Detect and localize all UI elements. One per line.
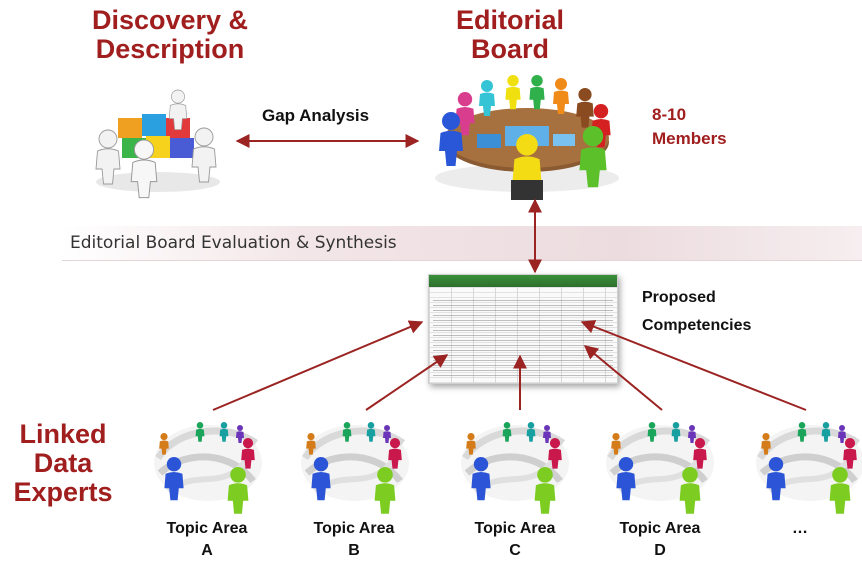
synthesis-band: [62, 226, 862, 261]
topic-b-network-illustration: [301, 422, 409, 514]
topic-b-arrow: [365, 354, 449, 411]
topic-area-b-label: Topic Area B: [313, 520, 395, 559]
topic-area-a-label: Topic Area A: [166, 520, 248, 559]
proposed-competencies-label: Proposed Competencies: [642, 289, 752, 334]
discovery-description-title: Discovery & Description: [91, 5, 249, 64]
board-table-illustration: [435, 75, 619, 200]
topic-area-c-label: Topic Area C: [474, 520, 556, 559]
spreadsheet-ribbon: [429, 275, 617, 287]
topic-more-network-illustration: [756, 422, 862, 514]
topic-more-arrow: [580, 320, 807, 411]
topic-a-arrow: [212, 320, 424, 411]
linked-data-experts-title: Linked Data Experts: [13, 419, 113, 507]
topic-area-d-label: Topic Area D: [619, 520, 701, 559]
puzzle-team-illustration: [95, 89, 220, 199]
editorial-board-title: Editorial Board: [455, 5, 564, 64]
gap-analysis-label: Gap Analysis: [262, 106, 370, 125]
members-count-label: 8-10 Members: [652, 105, 727, 148]
topic-a-network-illustration: [154, 422, 262, 514]
synthesis-band-label: Editorial Board Evaluation & Synthesis: [70, 233, 397, 253]
topic-area-more-label: …: [792, 520, 808, 537]
topic-d-arrow: [583, 345, 663, 411]
topic-c-network-illustration: [461, 422, 569, 514]
topic-d-network-illustration: [606, 422, 714, 514]
